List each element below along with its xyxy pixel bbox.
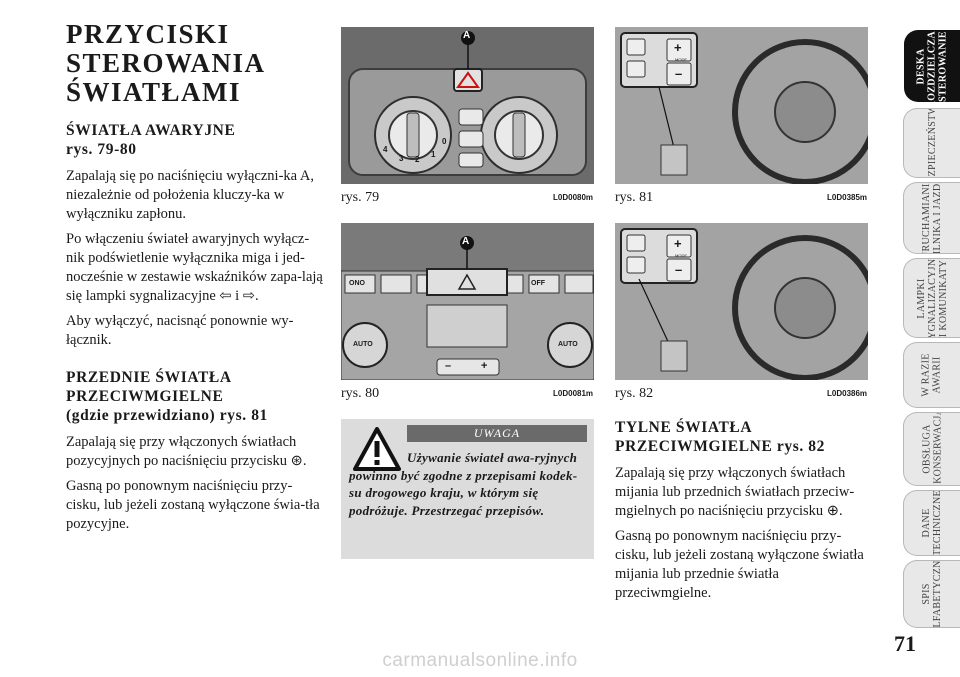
figure-81-code: L0D0385m [827, 193, 868, 202]
page-title: PRZYCISKI STEROWANIA ŚWIATŁAMI [66, 19, 266, 107]
ono-button-label: ONO [349, 280, 365, 287]
fan-minus-label: – [445, 360, 452, 372]
dial-number: 2 [415, 155, 420, 164]
tab-label: DESKA ROZDZIELCZA I STEROWANIE [915, 30, 949, 102]
figure-82-caption: rys. 82 [615, 386, 654, 401]
fan-plus-label: + [481, 360, 488, 372]
tab-label: W RAZIE AWARII [920, 353, 943, 397]
tab-label: URUCHAMIANIE SILNIKA I JAZDA [921, 182, 944, 254]
tab-label: OBSŁUGA I KONSERWACJA [921, 412, 943, 484]
plus-label: + [674, 236, 682, 251]
dial-number: 4 [383, 145, 388, 154]
hazard-heading: ŚWIATŁA AWARYJNE rys. 79-80 [66, 122, 236, 158]
right-column: TYLNE ŚWIATŁA PRZECIWMGIELNE rys. 82 Zap… [615, 418, 868, 603]
tab-label: LAMPKI SYGNALIZACYJNE I KOMUNIKATY [915, 258, 949, 338]
tab-obsluga[interactable]: OBSŁUGA I KONSERWACJA [903, 412, 960, 486]
rear-fog-heading: TYLNE ŚWIATŁA PRZECIWMGIELNE rys. 82 [615, 419, 825, 455]
warning-box: UWAGA Używanie świateł awa-ryjnych powin… [341, 419, 594, 559]
tab-spis-alfabetyczny[interactable]: SPIS ALFABETYCZNY [903, 560, 960, 628]
auto-right-label: AUTO [558, 341, 578, 348]
figure-79-code: L0D0080m [553, 193, 594, 202]
mode-label: MODE [675, 253, 687, 258]
hazard-p2: Po włączeniu świateł awaryjnych wyłącz-n… [66, 231, 323, 304]
mode-label: MODE [675, 57, 687, 62]
hvac-panel-illustration [341, 27, 594, 184]
rear-fog-p1: Zapalają się przy włączonych światłach m… [615, 465, 855, 519]
front-fog-heading: PRZEDNIE ŚWIATŁA PRZECIWMGIELNE (gdzie p… [66, 369, 268, 424]
figure-81: + – MODE [615, 27, 868, 184]
hazard-p3: Aby wyłączyć, nacisnąć ponownie wy-łączn… [66, 313, 294, 348]
page-number: 71 [894, 631, 916, 656]
figure-79-marker: A [463, 30, 471, 41]
tab-label: BEZPIECZEŃSTWO [926, 108, 938, 178]
front-fog-p2: Gasną po ponownym naciśnięciu przy-cisku… [66, 478, 320, 532]
figure-81-caption: rys. 81 [615, 190, 654, 205]
figure-80: A ONO OFF AUTO AUTO – + [341, 223, 594, 380]
dial-number: 0 [442, 137, 447, 146]
figure-80-caption: rys. 80 [341, 386, 380, 401]
figure-82: + – MODE [615, 223, 868, 380]
left-column: ŚWIATŁA AWARYJNE rys. 79-80 Zapalają się… [66, 121, 324, 534]
steering-switch-illustration [615, 223, 868, 380]
tab-dane-techniczne[interactable]: DANE TECHNICZNE [903, 490, 960, 556]
watermark: carmanualsonline.info [382, 650, 578, 671]
dial-number: 1 [431, 150, 436, 159]
off-button-label: OFF [531, 280, 545, 287]
figure-79: A 4 3 2 1 0 [341, 27, 594, 184]
warning-label: UWAGA [407, 425, 587, 442]
climate-control-illustration [341, 223, 594, 380]
figure-82-code: L0D0386m [827, 389, 868, 398]
tab-w-razie-awarii[interactable]: W RAZIE AWARII [903, 342, 960, 408]
tab-bezpieczenstwo[interactable]: BEZPIECZEŃSTWO [903, 108, 960, 178]
minus-label: – [675, 262, 683, 277]
tab-lampki[interactable]: LAMPKI SYGNALIZACYJNE I KOMUNIKATY [903, 258, 960, 338]
warning-icon [353, 427, 401, 471]
rear-fog-p2: Gasną po ponownym naciśnięciu przy-cisku… [615, 528, 864, 601]
minus-label: – [675, 66, 683, 81]
dial-number: 3 [399, 154, 404, 163]
plus-label: + [674, 40, 682, 55]
hazard-p1: Zapalają się po naciśnięciu wyłączni-ka … [66, 168, 315, 222]
warning-text: Używanie świateł awa-ryjnych powinno być… [349, 450, 578, 518]
steering-switch-illustration [615, 27, 868, 184]
figure-80-code: L0D0081m [553, 389, 594, 398]
front-fog-p1: Zapalają się przy włączonych światłach p… [66, 434, 307, 469]
tab-label: SPIS ALFABETYCZNY [921, 560, 943, 628]
figure-80-marker: A [462, 236, 470, 247]
figure-79-caption: rys. 79 [341, 190, 380, 205]
auto-left-label: AUTO [353, 341, 373, 348]
tab-deska-rozdzielcza[interactable]: DESKA ROZDZIELCZA I STEROWANIE [904, 30, 960, 102]
tab-label: DANE TECHNICZNE [921, 490, 943, 556]
tab-uruchamianie[interactable]: URUCHAMIANIE SILNIKA I JAZDA [903, 182, 960, 254]
